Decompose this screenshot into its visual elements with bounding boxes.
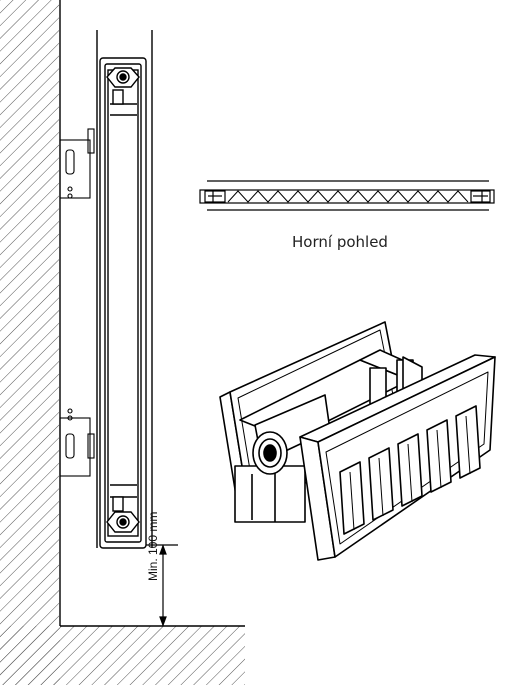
- bottom-connection-nut-icon: [106, 511, 140, 533]
- top-connection-nut-icon: [106, 67, 140, 88]
- radiator-side-view: [96, 30, 153, 549]
- isometric-rib-line: [465, 415, 471, 475]
- isometric-rib-line: [436, 429, 442, 489]
- isometric-rib-line: [349, 471, 355, 531]
- isometric-rib-line: [378, 457, 384, 517]
- wall-bracket-top: [59, 128, 95, 199]
- radiator-top-view: [199, 180, 495, 211]
- top-view-label: Horní pohled: [292, 233, 388, 251]
- isometric-rib-line: [407, 443, 413, 503]
- wall-bracket-bottom: [59, 408, 95, 477]
- radiator-isometric-view: [219, 321, 496, 561]
- min-clearance-label: Min. 100 mm: [146, 511, 160, 581]
- minimum-clearance-dimension: [146, 544, 178, 627]
